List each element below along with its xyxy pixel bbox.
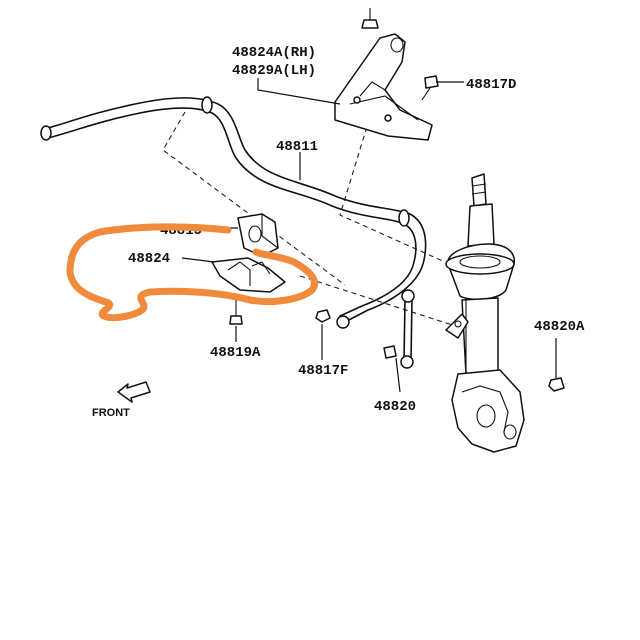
strut-assembly[interactable] <box>445 173 525 453</box>
label-48824: 48824 <box>128 251 170 267</box>
stabilizer-bar[interactable] <box>40 96 427 329</box>
label-48820a: 48820A <box>534 319 585 335</box>
label-48811: 48811 <box>276 139 318 155</box>
nut-48817f[interactable] <box>315 309 331 323</box>
bracket-assembly[interactable] <box>334 8 433 141</box>
bushing-48815[interactable] <box>237 213 279 257</box>
label-48819a: 48819A <box>210 345 261 361</box>
part-labels: 48824A(RH) 48829A(LH) 48817D 48811 48815… <box>92 45 585 419</box>
alignment-lines <box>162 109 469 331</box>
label-front: FRONT <box>92 407 130 419</box>
nut-48820a[interactable] <box>548 377 565 392</box>
label-48817d: 48817D <box>466 77 516 93</box>
front-arrow-icon <box>117 381 151 403</box>
label-48817f: 48817F <box>298 363 348 379</box>
label-48820: 48820 <box>374 399 416 415</box>
bolt-48817d[interactable] <box>421 75 439 101</box>
label-48829a-lh: 48829A(LH) <box>232 63 316 79</box>
label-48824a-rh: 48824A(RH) <box>232 45 316 61</box>
highlight-scribble <box>66 223 319 322</box>
bushing-bracket-48824[interactable] <box>211 257 286 325</box>
stabilizer-link-48820[interactable] <box>383 289 415 369</box>
